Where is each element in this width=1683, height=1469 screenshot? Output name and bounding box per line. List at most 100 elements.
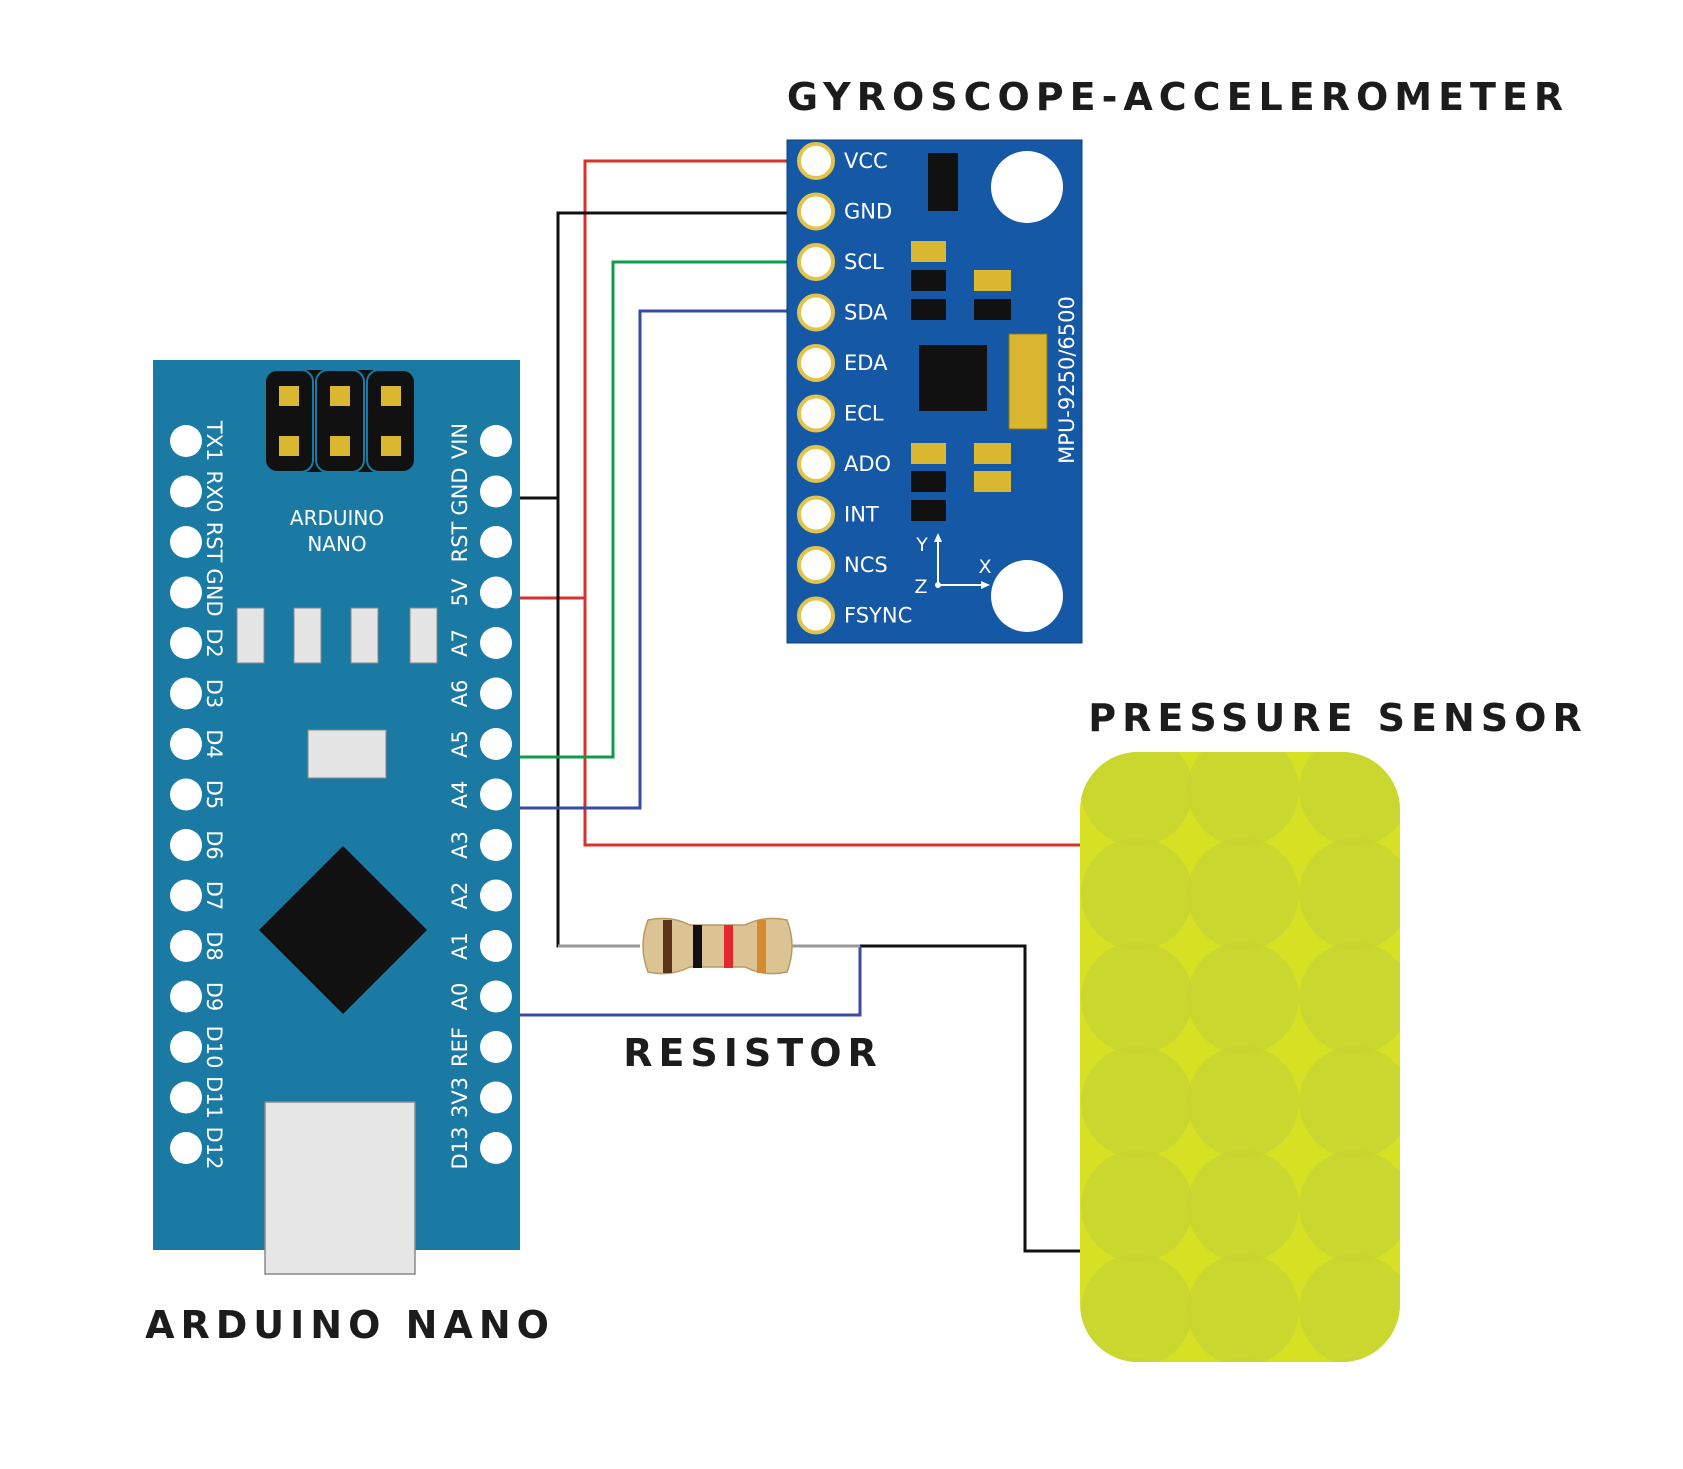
heading-gyroscope-accelerometer: GYROSCOPE-ACCELEROMETER: [787, 75, 1569, 119]
sensor-pattern-dot: [1081, 1254, 1193, 1362]
nano-pin-hole-rst: [480, 526, 512, 558]
sensor-pattern-dot: [1299, 1046, 1400, 1158]
smd-pad: [974, 443, 1011, 464]
nano-pin-label-d13: D13: [448, 1127, 472, 1170]
nano-board-title-line1: ARDUINO: [290, 506, 384, 530]
nano-pin-label-d7: D7: [202, 881, 226, 911]
sensor-pattern-dot: [1081, 1150, 1193, 1262]
wire-blue-sda: [520, 309, 790, 810]
mpu-pin-label-ncs: NCS: [844, 553, 888, 577]
mpu-pin-label-eda: EDA: [844, 351, 888, 375]
wire-green-scl: [520, 260, 790, 759]
mpu-pin-hole-int: [797, 495, 835, 534]
nano-pin-hole-rst: [170, 526, 202, 558]
nano-pin-hole-d12: [170, 1132, 202, 1164]
nano-pin-hole-ref: [480, 1031, 512, 1063]
nano-pin-label-d6: D6: [202, 830, 226, 860]
nano-pin-label-a4: A4: [448, 781, 472, 809]
nano-pin-hole-d7: [170, 879, 202, 912]
wire-blue-a0: [520, 946, 862, 1017]
mpu-pin-label-fsync: FSYNC: [844, 604, 912, 628]
mpu-sensor-chip: [919, 345, 987, 411]
heading-arduino-nano: ARDUINO NANO: [145, 1303, 555, 1347]
nano-board-title-line2: NANO: [307, 532, 366, 556]
smd-pad: [974, 299, 1011, 320]
mpu-pin-label-scl: SCL: [844, 250, 884, 274]
pressure-sensor: [1080, 752, 1400, 1362]
smd-pad: [974, 471, 1011, 492]
nano-pin-hole-d4: [170, 728, 202, 760]
mpu-pin-hole-scl: [797, 243, 835, 281]
wires: [520, 159, 1080, 1253]
heading-resistor: RESISTOR: [623, 1031, 883, 1075]
wire-red-vcc: [583, 159, 1080, 847]
smd-component: [409, 607, 438, 664]
mounting-hole: [991, 151, 1063, 223]
nano-pin-label-d4: D4: [202, 729, 226, 759]
nano-pin-label-d11: D11: [202, 1076, 226, 1119]
nano-pin-label-3v3: 3V3: [448, 1077, 472, 1118]
sensor-pattern-dot: [1187, 942, 1299, 1054]
nano-pin-label-a2: A2: [448, 882, 472, 910]
smd-pad: [974, 270, 1011, 291]
nano-pin-label-gnd: GND: [202, 568, 226, 616]
axis-label-x: X: [978, 556, 991, 578]
nano-pin-hole-tx1: [170, 425, 202, 457]
nano-pin-hole-d11: [170, 1081, 202, 1114]
mpu-pin-hole-sda: [797, 293, 835, 332]
mpu-pin-hole-ado: [797, 445, 835, 483]
nano-pin-label-rst: RST: [448, 521, 472, 562]
arduino-nano-board: ARDUINO NANO TX1RX0RSTGNDD2D3D4D5D6D7D8D…: [153, 360, 520, 1275]
nano-pin-hole-d5: [170, 778, 202, 811]
nano-pin-label-d2: D2: [202, 628, 226, 658]
nano-pin-hole-gnd: [170, 576, 202, 609]
nano-pin-hole-d2: [170, 627, 202, 659]
resistor-band: [757, 920, 766, 973]
axis-indicator: Y X Z: [914, 533, 992, 598]
nano-pin-label-a3: A3: [448, 831, 472, 859]
resistor: [558, 917, 860, 975]
wire-black-sensor: [860, 944, 1080, 1253]
smd-component: [1008, 333, 1048, 430]
mpu-pin-label-int: INT: [844, 503, 879, 527]
nano-pin-hole-a6: [480, 677, 512, 710]
sensor-pattern-dot: [1081, 838, 1193, 950]
sensor-pattern-dot: [1187, 752, 1299, 846]
nano-pin-label-a1: A1: [448, 932, 472, 960]
nano-pin-hole-a5: [480, 728, 512, 760]
smd-pad: [911, 270, 946, 291]
mpu-model-label: MPU-9250/6500: [1055, 296, 1079, 464]
axis-label-z: Z: [914, 576, 927, 598]
nano-pin-label-gnd: GND: [448, 467, 472, 515]
smd-pad: [911, 471, 946, 492]
nano-pin-label-d8: D8: [202, 931, 226, 961]
sensor-pattern-dot: [1081, 942, 1193, 1054]
mounting-hole: [991, 560, 1063, 632]
smd-component: [236, 607, 265, 664]
nano-pin-hole-a1: [480, 930, 512, 962]
usb-connector: [264, 1101, 416, 1275]
axis-label-y: Y: [915, 534, 928, 556]
mpu-pin-label-vcc: VCC: [844, 149, 888, 173]
nano-pin-label-rx0: RX0: [202, 470, 226, 512]
mpu-pin-label-gnd: GND: [844, 200, 892, 224]
microcontroller-chip: [259, 846, 427, 1014]
mpu-pin-hole-ncs: [797, 546, 835, 584]
resistor-body: [642, 917, 793, 975]
mpu-pin-label-ado: ADO: [844, 452, 891, 476]
sensor-pattern-dot: [1299, 1358, 1400, 1362]
sensor-pattern-dot: [1081, 1358, 1193, 1362]
nano-pin-label-d10: D10: [202, 1026, 226, 1069]
smd-pad: [911, 443, 946, 464]
smd-component: [928, 153, 958, 211]
mpu-pin-hole-fsync: [797, 596, 835, 635]
nano-pin-hole-a7: [480, 627, 512, 659]
nano-pin-hole-a0: [480, 980, 512, 1013]
nano-pin-label-rst: RST: [202, 522, 226, 563]
nano-pin-hole-gnd: [480, 475, 512, 508]
sensor-pattern-dot: [1081, 752, 1193, 846]
sensor-pattern-dot: [1187, 1254, 1299, 1362]
sensor-pattern-dot: [1299, 838, 1400, 950]
